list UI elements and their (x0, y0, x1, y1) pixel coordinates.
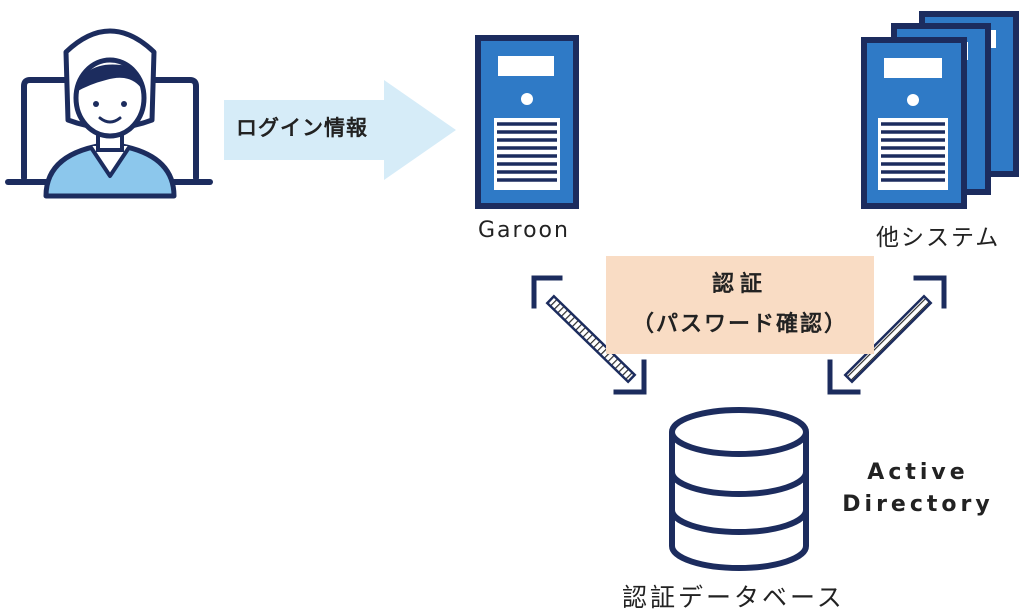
active-directory-label-line2: Directory (842, 492, 994, 517)
garoon-label: Garoon (478, 218, 570, 243)
server-icon (475, 35, 579, 209)
user-at-laptop-icon (5, 28, 213, 199)
login-info-label: ログイン情報 (236, 116, 368, 140)
login-arrow (224, 80, 456, 180)
authentication-title: 認証 (711, 272, 768, 297)
server-stack-icon (861, 11, 1019, 209)
active-directory-label-line1: Active (867, 460, 969, 485)
auth-database-label: 認証データベース (622, 583, 845, 612)
other-systems-label: 他システム (876, 225, 1001, 251)
password-check-label: （パスワード確認） (631, 312, 848, 337)
auth-connector-right (827, 275, 947, 395)
authentication-box: 認証 （パスワード確認） (606, 256, 874, 354)
database-icon (669, 407, 809, 571)
auth-connector-left (531, 275, 647, 395)
